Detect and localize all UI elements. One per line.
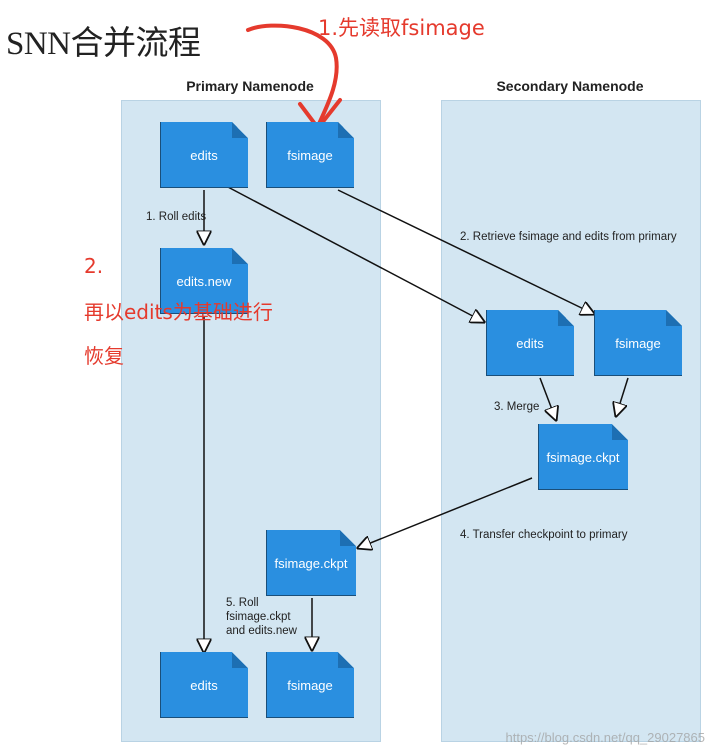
doc-label: fsimage: [287, 147, 333, 163]
arrow-merge-edits: [539, 377, 556, 420]
step-roll-ckpt-label-3: and edits.new: [226, 625, 297, 637]
step-transfer-label: 4. Transfer checkpoint to primary: [460, 529, 628, 541]
doc-label: fsimage: [287, 677, 333, 693]
annotation-note-1: 1.先读取fsimage: [318, 16, 485, 40]
arrow-transfer-checkpoint: [358, 477, 533, 548]
doc-label: fsimage.ckpt: [274, 555, 348, 571]
doc-label: fsimage.ckpt: [546, 449, 620, 465]
primary-edits-doc-icon: edits: [160, 122, 248, 188]
step-retrieve-label: 2. Retrieve fsimage and edits from prima…: [460, 231, 677, 243]
arrow-edits-to-secondary: [225, 185, 484, 322]
annotation-note-2-number: 2.: [84, 254, 104, 278]
page-title: SNN合并流程: [6, 26, 201, 62]
arrow-merge-fsimage: [616, 377, 629, 416]
doc-label: edits: [190, 677, 218, 693]
step-roll-ckpt-label-2: fsimage.ckpt: [226, 611, 291, 623]
secondary-fsimage-doc-icon: fsimage: [594, 310, 682, 376]
step-roll-edits-label: 1. Roll edits: [146, 211, 207, 223]
step-roll-ckpt-label-1: 5. Roll: [226, 597, 259, 609]
watermark: https://blog.csdn.net/qq_29027865: [505, 730, 706, 745]
annotation-note-2-line-2: 再以edits为基础进行: [84, 300, 273, 324]
doc-label: edits: [190, 147, 218, 163]
primary-namenode-title: Primary Namenode: [186, 78, 314, 94]
primary-namenode-lane: [121, 100, 381, 742]
doc-label: edits: [516, 335, 544, 351]
secondary-namenode-title: Secondary Namenode: [496, 78, 644, 94]
doc-label: edits.new: [176, 273, 232, 289]
primary-fsimage-doc-icon: fsimage: [266, 122, 354, 188]
primary-edits-final-doc-icon: edits: [160, 652, 248, 718]
primary-fsimage-ckpt-doc-icon: fsimage.ckpt: [266, 530, 356, 596]
arrow-fsimage-to-secondary: [337, 189, 594, 314]
primary-fsimage-final-doc-icon: fsimage: [266, 652, 354, 718]
secondary-namenode-lane: [441, 100, 701, 742]
step-merge-label: 3. Merge: [494, 401, 540, 413]
annotation-note-2-line-3: 恢复: [84, 344, 124, 368]
secondary-fsimage-ckpt-doc-icon: fsimage.ckpt: [538, 424, 628, 490]
secondary-edits-doc-icon: edits: [486, 310, 574, 376]
doc-label: fsimage: [615, 335, 661, 351]
primary-edits-new-doc-icon: edits.new: [160, 248, 248, 314]
red-hand-drawn-arrow: [246, 23, 339, 128]
